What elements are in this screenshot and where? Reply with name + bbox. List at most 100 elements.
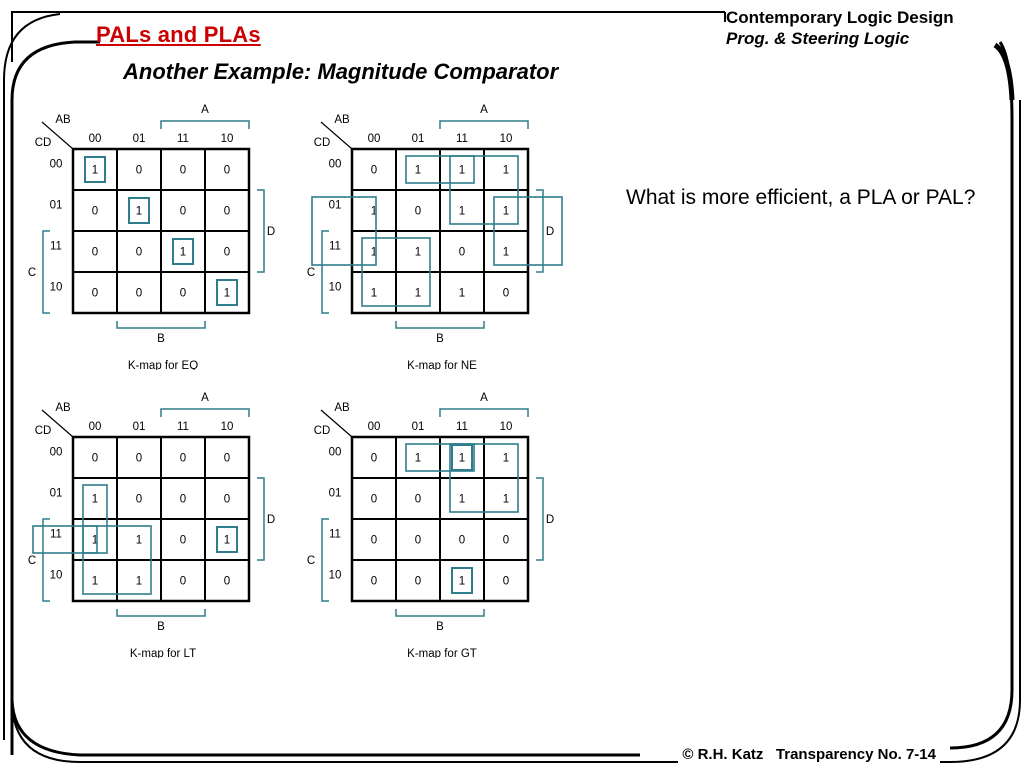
kmap-row-header: 11 xyxy=(50,529,62,541)
kmap-corner-cd: CD xyxy=(314,425,331,437)
kmap-col-header: 01 xyxy=(133,133,146,145)
kmap-cell: 1 xyxy=(503,247,509,259)
kmap-cell: 0 xyxy=(415,494,421,506)
kmap-cell: 0 xyxy=(371,165,377,177)
kmap-var-d: D xyxy=(267,514,275,526)
kmap-cell: 0 xyxy=(92,453,98,465)
kmap-row-header: 10 xyxy=(329,570,342,582)
kmap-cell: 1 xyxy=(459,576,465,588)
kmap-cell: 0 xyxy=(224,206,230,218)
kmap-cell: 1 xyxy=(415,288,421,300)
kmap-col-header: 00 xyxy=(89,133,102,145)
kmap-cell: 1 xyxy=(136,535,142,547)
kmap-var-a: A xyxy=(201,392,209,404)
kmap-cell: 0 xyxy=(224,453,230,465)
kmap-cell: 1 xyxy=(136,576,142,588)
kmap-group-loop xyxy=(311,196,377,266)
kmap-var-d: D xyxy=(546,514,554,526)
kmap-col-header: 11 xyxy=(456,421,468,433)
kmap-group-loop xyxy=(451,567,473,594)
course-section: Prog. & Steering Logic xyxy=(726,29,910,48)
kmap-cell: 1 xyxy=(180,247,186,259)
kmap-cell: 1 xyxy=(92,535,98,547)
kmap-cell: 1 xyxy=(503,453,509,465)
kmap-group-loop xyxy=(449,443,519,513)
kmap-var-d: D xyxy=(267,226,275,238)
kmap-diagonal xyxy=(320,121,353,150)
kmap-col-header: 11 xyxy=(456,133,468,145)
kmap-cell: 0 xyxy=(180,288,186,300)
kmap-group-loop xyxy=(451,444,473,471)
kmap-col-header: 10 xyxy=(500,133,513,145)
kmap-col-header: 00 xyxy=(368,133,381,145)
kmap-col-header: 00 xyxy=(368,421,381,433)
kmap-col-header: 10 xyxy=(221,133,234,145)
kmap-corner-ab: AB xyxy=(55,402,71,414)
kmap-cell: 1 xyxy=(371,288,377,300)
kmap-cell: 1 xyxy=(136,206,142,218)
kmap-cell: 0 xyxy=(459,535,465,547)
kmap-col-header: 00 xyxy=(89,421,102,433)
kmap-cell: 0 xyxy=(371,494,377,506)
kmap-corner-ab: AB xyxy=(334,114,350,126)
kmap-cell: 0 xyxy=(371,535,377,547)
kmap-group-loop xyxy=(172,238,194,265)
kmap-cell: 0 xyxy=(415,576,421,588)
kmap-row-header: 11 xyxy=(50,241,62,253)
kmap-cell: 0 xyxy=(371,576,377,588)
kmap-cell: 0 xyxy=(503,535,509,547)
kmap-group-loop xyxy=(84,156,106,183)
kmap-cell: 0 xyxy=(180,535,186,547)
kmap-row-header: 00 xyxy=(329,447,342,459)
kmap-cell: 1 xyxy=(503,206,509,218)
kmap-corner-cd: CD xyxy=(35,425,52,437)
kmap-var-a: A xyxy=(201,104,209,116)
kmap-cell: 0 xyxy=(415,206,421,218)
kmap-group-loop xyxy=(216,279,238,306)
kmap-cell: 0 xyxy=(224,247,230,259)
kmap-cell: 1 xyxy=(92,494,98,506)
kmap-cell: 0 xyxy=(136,288,142,300)
kmap-bracket-a xyxy=(160,408,250,417)
kmap-group-loop xyxy=(128,197,150,224)
kmap-col-header: 11 xyxy=(177,421,189,433)
kmap-cell: 1 xyxy=(459,453,465,465)
kmap-cell: 0 xyxy=(371,453,377,465)
kmap-col-header: 01 xyxy=(412,133,425,145)
kmap-cell: 1 xyxy=(224,288,230,300)
kmap-caption: K-map for NE xyxy=(407,360,477,370)
kmap-bracket-c xyxy=(321,518,329,602)
kmap-group-loop xyxy=(82,525,152,595)
kmap-cell: 0 xyxy=(92,247,98,259)
kmap-row-header: 10 xyxy=(50,282,63,294)
kmap-diagonal xyxy=(41,121,74,150)
kmap-bracket-c xyxy=(42,518,50,602)
kmap-cell: 0 xyxy=(180,165,186,177)
kmap-cell: 0 xyxy=(92,288,98,300)
kmap-col-header: 10 xyxy=(500,421,513,433)
kmap-row-header: 10 xyxy=(50,570,63,582)
kmap-var-b: B xyxy=(436,621,444,633)
kmap-caption: K-map for LT xyxy=(130,648,196,658)
kmap-col-header: 10 xyxy=(221,421,234,433)
kmap-bracket-d xyxy=(536,189,544,273)
kmap-cell: 1 xyxy=(415,165,421,177)
kmap-cell: 1 xyxy=(459,494,465,506)
kmap-group-loop xyxy=(216,526,238,553)
kmap-cell: 0 xyxy=(180,576,186,588)
kmap-var-a: A xyxy=(480,392,488,404)
course-name: Contemporary Logic Design xyxy=(726,8,954,27)
kmap-cell: 0 xyxy=(503,576,509,588)
kmap-cell: 0 xyxy=(180,494,186,506)
kmap-cell: 1 xyxy=(415,247,421,259)
kmap-cell: 0 xyxy=(224,165,230,177)
footer-credit: © R.H. Katz Transparency No. 7-14 xyxy=(678,746,940,763)
kmap-row-header: 11 xyxy=(329,241,341,253)
slide-title: PALs and PLAs xyxy=(96,22,261,47)
